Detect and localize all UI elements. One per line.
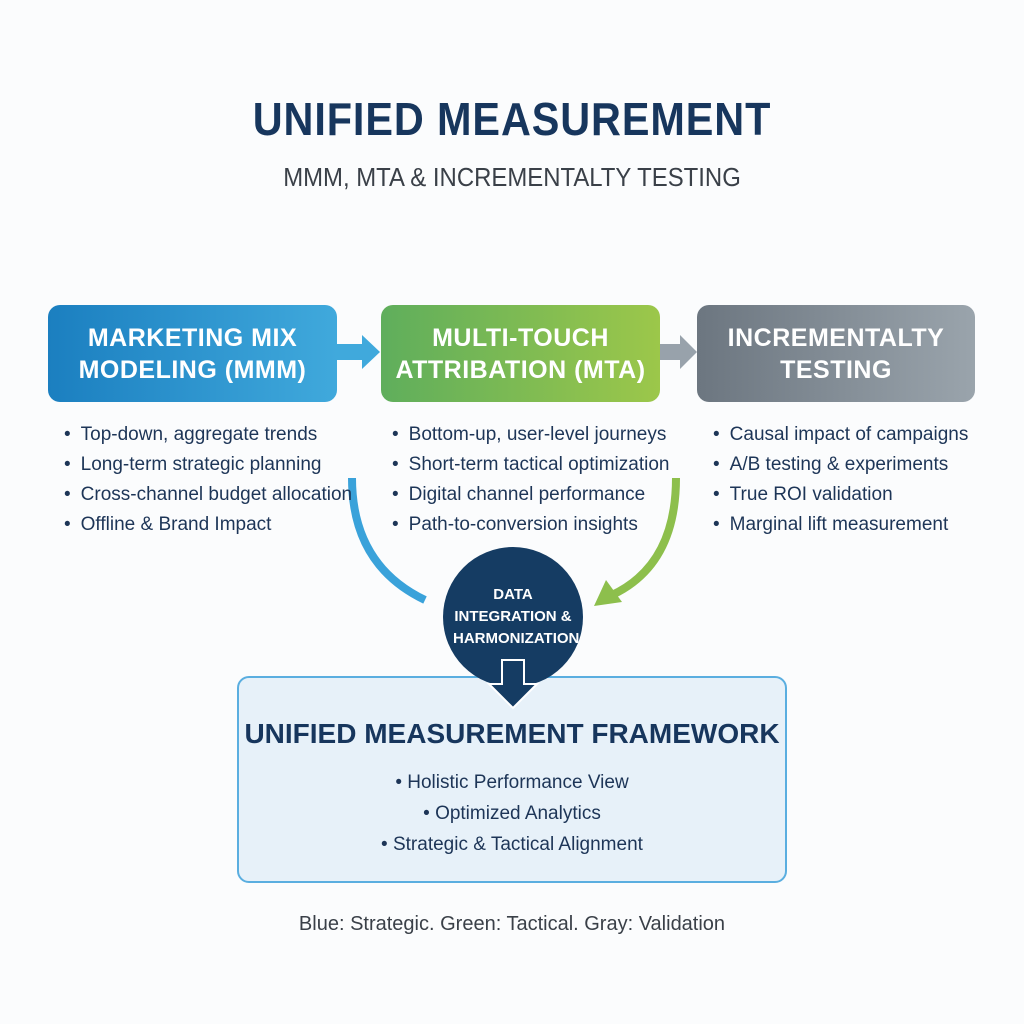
mta-bullets: Bottom-up, user-level journeys Short-ter… [392,420,670,540]
list-item: Path-to-conversion insights [392,510,669,540]
framework-title: UNIFIED MEASUREMENT FRAMEWORK [244,718,780,749]
page-title: UNIFIED MEASUREMENT [252,93,772,145]
list-item: Short-term tactical optimization [392,450,670,480]
list-item: Optimized Analytics [237,803,787,825]
list-item: True ROI validation [713,480,968,510]
list-item: A/B testing & experiments [713,450,968,480]
green-curve-arrow [610,477,680,599]
arrow-right-icon [660,335,697,369]
list-item: Strategic & Tactical Alignment [237,834,787,856]
incrementality-box: INCREMENTALTY TESTING [697,305,975,402]
list-item: Causal impact of campaigns [713,420,969,450]
list-item: Holistic Performance View [237,772,787,794]
arrowhead-icon [594,580,622,606]
incrementality-bullets: Causal impact of campaigns A/B testing &… [713,420,969,540]
list-item: Cross-channel budget allocation [64,480,352,510]
mmm-bullets: Top-down, aggregate trends Long-term str… [64,420,352,540]
arrow-right-icon [337,335,380,369]
list-item: Marginal lift measurement [713,510,968,540]
list-item: Offline & Brand Impact [64,510,352,540]
mmm-box: MARKETING MIX MODELING (MMM) [48,305,337,402]
list-item: Top-down, aggregate trends [64,420,352,450]
hub-label: DATA INTEGRATION & HARMONIZATION [453,586,580,647]
page-subtitle: MMM, MTA & INCREMENTALTY TESTING [283,162,741,192]
mta-box: MULTI-TOUCH ATTRIBATION (MTA) [381,305,660,402]
blue-curve-arrow [348,477,427,604]
legend: Blue: Strategic. Green: Tactical. Gray: … [298,913,726,935]
list-item: Long-term strategic planning [64,450,352,480]
list-item: Digital channel performance [392,480,669,510]
list-item: Bottom-up, user-level journeys [392,420,669,450]
data-integration-hub: DATA INTEGRATION & HARMONIZATION [443,547,583,687]
